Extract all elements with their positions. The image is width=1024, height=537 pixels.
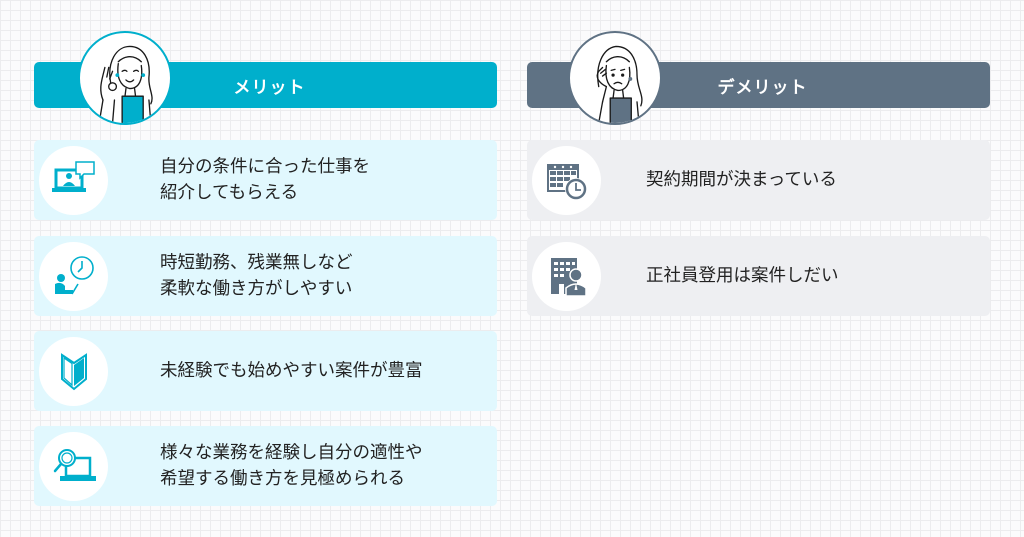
demerit-card-2: 正社員登用は案件しだい — [527, 236, 990, 316]
icon-circle — [39, 431, 108, 501]
icon-circle — [532, 145, 601, 215]
demerit-text-2: 正社員登用は案件しだい — [646, 266, 839, 286]
happy-woman-avatar-icon — [78, 31, 172, 125]
merit-card-1: 自分の条件に合った仕事を 紹介してもらえる — [34, 140, 497, 220]
icon-circle — [39, 145, 108, 215]
merit-text-4: 様々な業務を経験し自分の適性や 希望する働き方を見極められる — [160, 443, 423, 489]
online-consultation-icon — [51, 161, 95, 192]
worried-woman-avatar-icon — [568, 31, 662, 125]
icon-circle — [532, 241, 601, 311]
icon-circle — [39, 241, 108, 311]
beginner-mark-icon — [60, 353, 87, 391]
laptop-search-icon — [53, 449, 96, 481]
merit-text-2: 時短勤務、残業無しなど 柔軟な働き方がしやすい — [160, 253, 353, 299]
merit-card-3: 未経験でも始めやすい案件が豊富 — [34, 331, 497, 411]
icon-circle — [39, 336, 108, 406]
demerit-card-1: 契約期間が決まっている — [527, 140, 990, 220]
office-building-person-icon — [550, 258, 587, 297]
merit-card-2: 時短勤務、残業無しなど 柔軟な働き方がしやすい — [34, 236, 497, 316]
merit-card-4: 様々な業務を経験し自分の適性や 希望する働き方を見極められる — [34, 426, 497, 506]
calendar-clock-icon — [546, 164, 587, 200]
merit-title: メリット — [233, 77, 306, 98]
flexible-hours-icon — [54, 256, 94, 295]
demerit-title: デメリット — [717, 77, 808, 98]
demerit-text-1: 契約期間が決まっている — [646, 170, 837, 190]
merit-text-3: 未経験でも始めやすい案件が豊富 — [160, 361, 423, 381]
merit-text-1: 自分の条件に合った仕事を 紹介してもらえる — [160, 157, 370, 203]
